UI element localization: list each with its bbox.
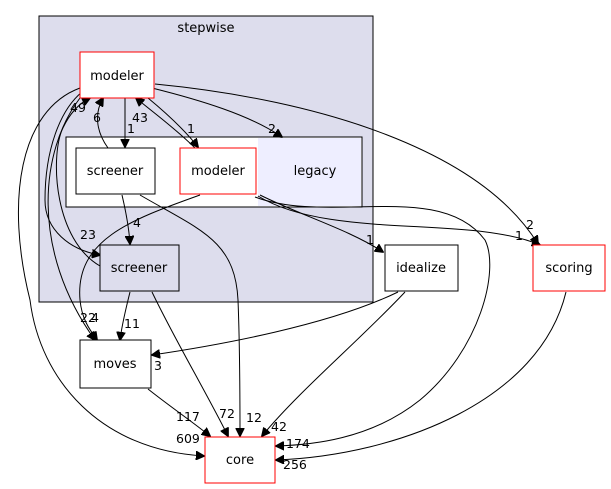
edge-modeler-to-core: [17, 87, 204, 456]
edge-label-2b: 2: [526, 217, 534, 232]
edge-label-3: 3: [154, 358, 162, 373]
node-screener-lower[interactable]: screener: [99, 244, 180, 292]
node-modeler-inner[interactable]: modeler: [179, 147, 257, 195]
edge-label-174: 174: [286, 436, 310, 451]
node-screener-lower-label: screener: [111, 261, 168, 276]
edge-screener-inner-to-modeler: [98, 98, 109, 149]
node-core[interactable]: core: [204, 436, 276, 484]
node-screener-inner-label: screener: [87, 164, 144, 179]
edge-label-11: 11: [124, 316, 140, 331]
node-modeler-top-label: modeler: [90, 69, 144, 84]
edge-modeler-to-screener-lower: [44, 91, 100, 255]
edge-screener-inner-to-core: [139, 194, 240, 436]
node-screener-inner[interactable]: screener: [75, 147, 156, 195]
node-scoring[interactable]: scoring: [532, 244, 606, 292]
node-idealize-label: idealize: [396, 261, 446, 276]
edge-modeler-inner-to-scoring: [257, 195, 540, 245]
cluster-legacy-label: legacy: [294, 164, 337, 179]
edge-screener-lower-to-core: [151, 291, 228, 436]
edge-label-23: 23: [80, 227, 96, 242]
edge-label-4: 4: [133, 215, 141, 230]
edge-screener-lower-to-moves: [120, 291, 131, 340]
edge-modeler-inner-to-idealize: [259, 194, 383, 252]
edge-label-4b: 4: [91, 310, 99, 325]
node-modeler-inner-label: modeler: [191, 164, 245, 179]
edge-label-1b: 1: [187, 121, 195, 136]
edge-label-22: 22: [80, 310, 96, 325]
edge-label-12: 12: [246, 410, 262, 425]
edge-modeler-inner-to-modeler: [136, 98, 196, 149]
edge-label-72: 72: [219, 406, 235, 421]
node-idealize[interactable]: idealize: [384, 244, 459, 292]
edge-label-609: 609: [176, 431, 200, 446]
edge-label-42: 42: [271, 419, 287, 434]
edge-label-6: 6: [93, 110, 101, 125]
edge-idealize-to-core: [262, 291, 406, 436]
edge-label-2a: 2: [268, 121, 276, 136]
node-scoring-label: scoring: [545, 261, 592, 276]
cluster-stepwise-label: stepwise: [177, 21, 234, 36]
edges: [17, 83, 567, 460]
edge-label-1d: 1: [366, 232, 374, 247]
edge-modeler-to-modeler-inner: [147, 97, 198, 147]
edge-label-49: 49: [70, 100, 86, 115]
edge-modeler-to-scoring: [154, 83, 538, 244]
node-modeler-top[interactable]: modeler: [79, 51, 155, 99]
edge-screener-inner-to-screener-lower: [121, 194, 130, 244]
edge-label-43: 43: [132, 110, 148, 125]
edge-modeler-inner-to-core: [254, 196, 491, 446]
edge-scoring-to-core: [276, 291, 567, 460]
edge-label-1c: 1: [515, 228, 523, 243]
edge-modeler-to-legacy: [151, 87, 282, 137]
edge-moves-to-core: [147, 388, 210, 436]
edge-idealize-to-moves: [152, 291, 399, 355]
node-core-label: core: [226, 453, 254, 468]
edge-modeler-inner-to-moves: [79, 194, 201, 340]
edge-screener-lower-to-modeler: [55, 98, 101, 267]
edge-modeler-to-moves: [47, 97, 95, 340]
node-moves[interactable]: moves: [79, 339, 152, 389]
edge-labels: 49 6 43 1 1 2 4 23 2 1 1 22 4 11 3 117 7…: [70, 100, 534, 472]
edge-label-117: 117: [176, 409, 200, 424]
node-moves-label: moves: [93, 357, 136, 372]
edge-label-256: 256: [283, 457, 307, 472]
edge-label-1a: 1: [127, 121, 135, 136]
